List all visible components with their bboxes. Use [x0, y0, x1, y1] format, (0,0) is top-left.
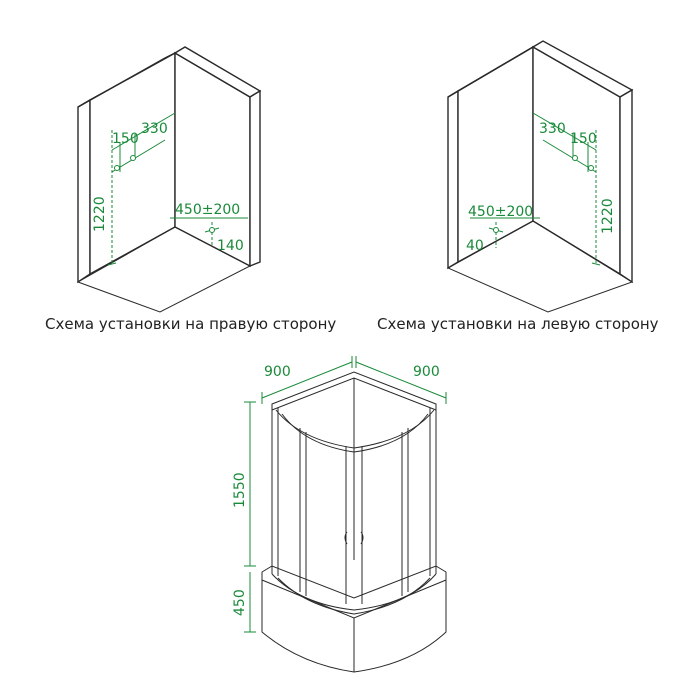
tray-height-label: 450 — [232, 589, 248, 616]
right-wall-edge — [249, 89, 261, 268]
right-wall-edge — [619, 88, 633, 284]
glass-height-label: 1550 — [232, 472, 248, 508]
dim-150: 150 — [570, 131, 597, 147]
width-right-dim-line — [355, 361, 447, 399]
dim-150: 150 — [112, 131, 139, 147]
glass-bottom-curve — [271, 573, 437, 611]
tray-rim — [261, 565, 447, 619]
dim-1220: 1220 — [92, 196, 108, 232]
top-dim-line — [111, 112, 176, 151]
drain-marker — [493, 227, 499, 233]
dim-140: 140 — [217, 238, 244, 254]
dim-40: 40 — [466, 238, 484, 254]
width-left-dim-line — [261, 361, 353, 399]
left-wall-edge — [77, 98, 91, 284]
pipe-cold-marker — [130, 155, 136, 161]
left-door-handle — [344, 531, 348, 545]
dim-330: 330 — [539, 121, 566, 137]
dim-450-200: 450±200 — [468, 204, 533, 220]
dim-330: 330 — [141, 121, 168, 137]
caption-left-side: Схема установки на левую сторону — [377, 315, 659, 333]
dim-450-200: 450±200 — [175, 202, 240, 218]
floor-outline — [446, 220, 634, 313]
pipe-hot-marker — [588, 165, 594, 171]
right-door-handle — [360, 531, 364, 545]
left-back-wall — [89, 51, 176, 276]
caption-right-side: Схема установки на правую сторону — [45, 315, 336, 333]
top-dim-line — [532, 112, 597, 151]
shower-cabin: 900 900 1550 450 — [232, 356, 447, 673]
pipe-hot-marker — [114, 165, 120, 171]
pipe-cold-marker — [572, 155, 578, 161]
left-side-installation-scheme: 330 150 1220 450±200 40 — [446, 40, 634, 313]
width-left-label: 900 — [264, 364, 291, 380]
dim-1220: 1220 — [600, 198, 616, 234]
right-side-installation-scheme: 150 330 1220 450±200 140 — [76, 46, 262, 313]
width-right-label: 900 — [413, 364, 440, 380]
left-wall-edge — [447, 89, 459, 270]
drain-marker — [209, 227, 215, 233]
